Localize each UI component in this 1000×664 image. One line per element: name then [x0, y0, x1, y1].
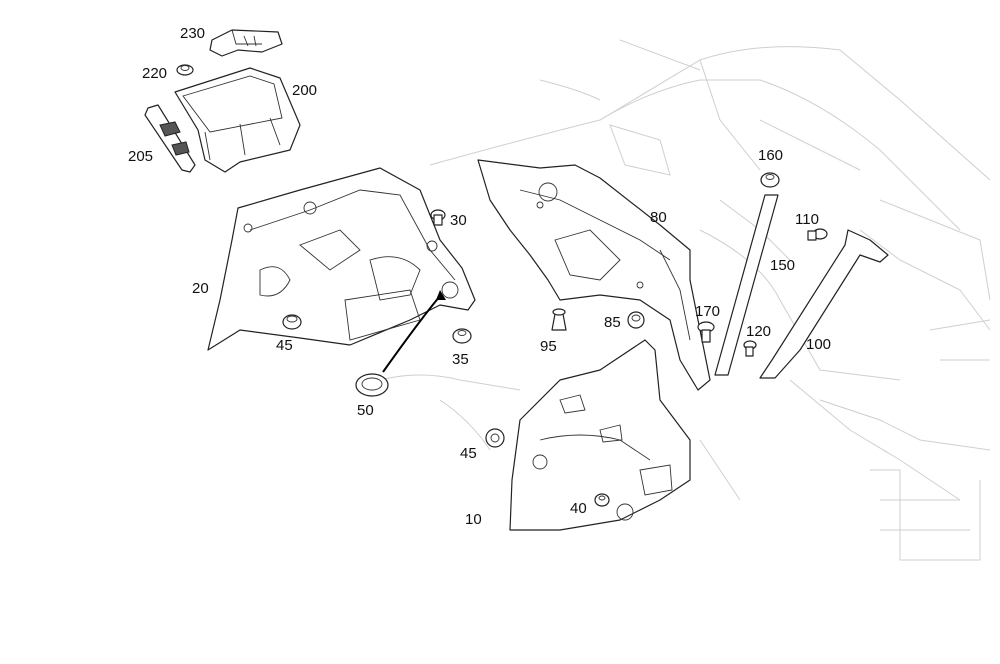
callout-95: 95 — [540, 338, 557, 355]
part-100-brace — [759, 229, 889, 379]
callout-100: 100 — [806, 336, 831, 353]
part-80-front-panel — [477, 159, 711, 391]
callout-35: 35 — [452, 351, 469, 368]
part-200-battery-tray — [174, 67, 301, 173]
part-85-grommet — [627, 311, 645, 329]
assembly-arrow — [382, 290, 446, 373]
callout-85: 85 — [604, 314, 621, 331]
part-45-grommet-upper — [282, 314, 302, 330]
callout-20: 20 — [192, 280, 209, 297]
part-20-inner-wheel-arch — [207, 167, 476, 351]
callout-150: 150 — [770, 257, 795, 274]
part-40-grommet — [594, 493, 610, 507]
callout-200: 200 — [292, 82, 317, 99]
part-120-bolt — [743, 340, 757, 357]
callout-110: 110 — [795, 211, 819, 228]
callout-120: 120 — [746, 323, 771, 340]
part-205-bracket — [144, 104, 196, 173]
part-10-lower-panel — [509, 339, 691, 531]
callout-205: 205 — [128, 148, 153, 165]
part-45-grommet-lower — [485, 428, 505, 448]
part-110-bolt — [807, 228, 828, 241]
part-220-nut — [176, 64, 194, 76]
part-95-clip — [551, 308, 567, 331]
part-160-nut — [760, 172, 780, 188]
callout-40: 40 — [570, 500, 587, 517]
part-30-bolt — [430, 209, 446, 226]
callout-220: 220 — [142, 65, 167, 82]
part-170-bolt — [697, 321, 715, 343]
callout-labels: 230 220 200 205 30 20 45 35 50 80 95 85 … — [128, 25, 831, 528]
callout-45-lower: 45 — [460, 445, 477, 462]
callout-50: 50 — [357, 402, 374, 419]
callout-160: 160 — [758, 147, 783, 164]
callout-230: 230 — [180, 25, 205, 42]
part-150-strut — [714, 194, 779, 376]
callout-170: 170 — [695, 303, 720, 320]
callout-45-upper: 45 — [276, 337, 293, 354]
part-230-retainer — [209, 29, 283, 57]
vehicle-body-background-sketch — [379, 39, 991, 561]
callout-10: 10 — [465, 511, 482, 528]
part-35-nut — [452, 328, 472, 344]
part-50-plug — [355, 373, 389, 397]
callout-30: 30 — [450, 212, 467, 229]
callout-80: 80 — [650, 209, 667, 226]
